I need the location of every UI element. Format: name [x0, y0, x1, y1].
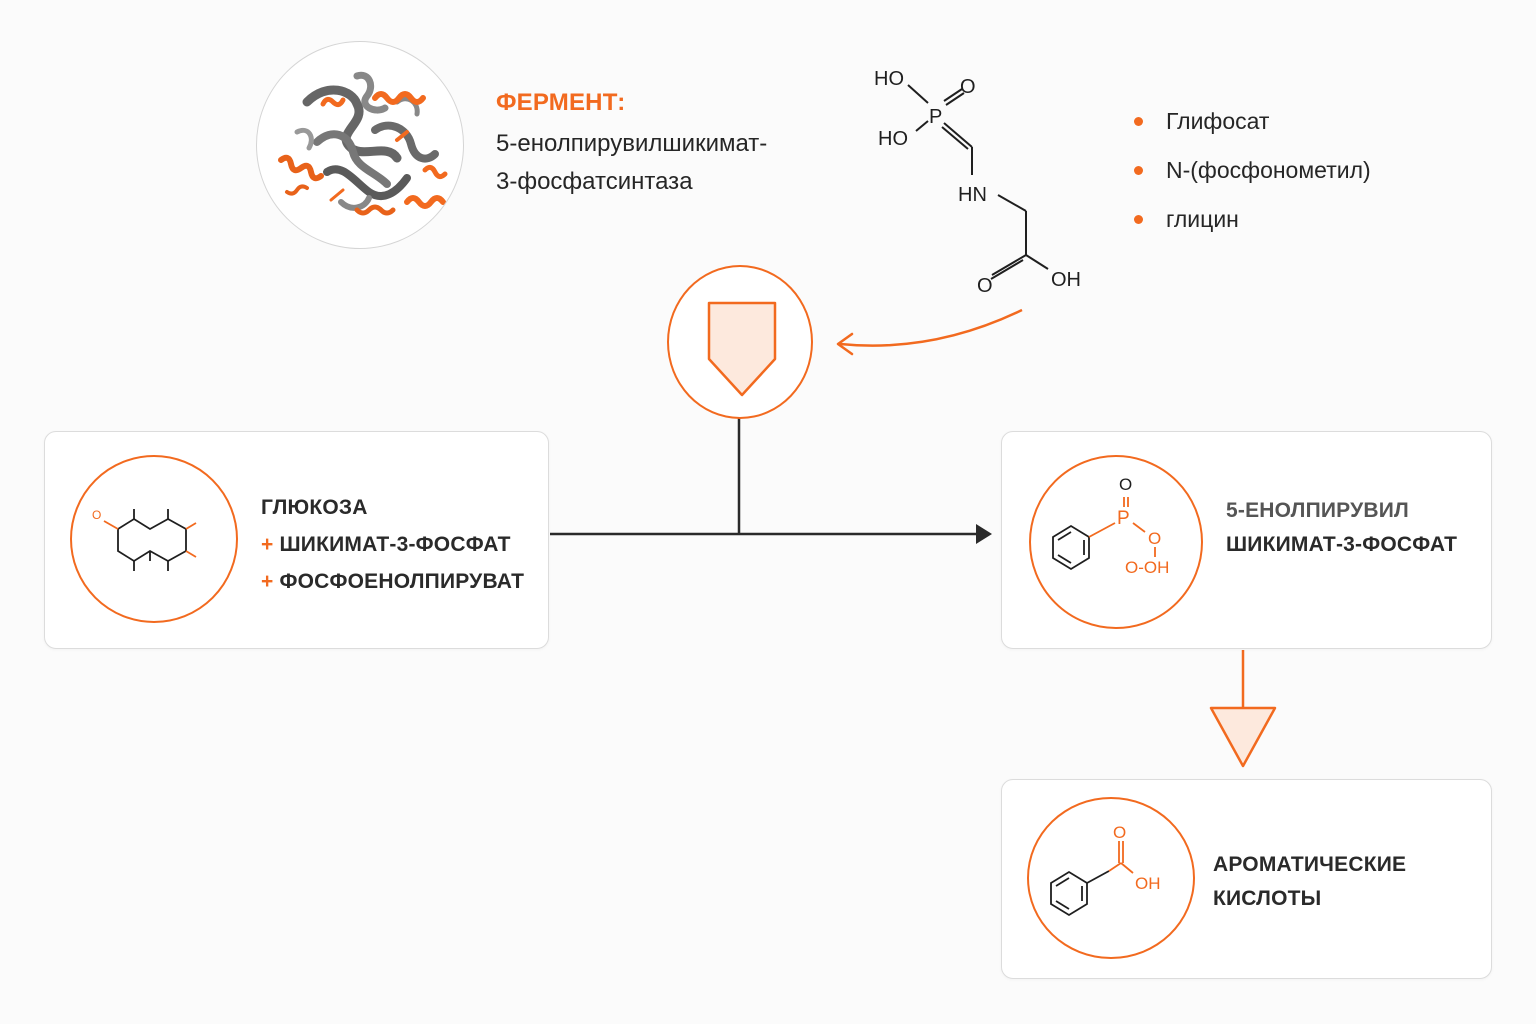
plus-sign: +	[261, 533, 274, 556]
glyphosate-nh: HN	[958, 184, 987, 206]
final-product-circle: O OH	[1027, 797, 1195, 959]
glyphosate-ho-top: HO	[874, 68, 904, 90]
product-o-mid: O	[1148, 529, 1161, 548]
product-line2: ШИКИМАТ-3-ФОСФАТ	[1226, 533, 1458, 556]
product-o-oh: O-OH	[1125, 558, 1169, 577]
inhibitor-list: Глифосат N-(фосфонометил) глицин	[1132, 97, 1371, 244]
glyphosate-ho-mid: HO	[878, 128, 908, 150]
inhibitor-circle	[667, 265, 813, 419]
benzoic-o: O	[1113, 823, 1126, 842]
substrate-pep: +ФОСФОЕНОЛПИРУВАТ	[261, 563, 524, 600]
glyphosate-oh: OH	[1051, 269, 1081, 291]
glucose-o-label: O	[92, 508, 101, 522]
plus-sign: +	[261, 570, 274, 593]
enzyme-name-line1: 5-енолпирувилшикимат-	[496, 130, 768, 157]
enzyme-structure-circle	[256, 41, 464, 249]
substrates-text: ГЛЮКОЗА +ШИКИМАТ-3-ФОСФАТ +ФОСФОЕНОЛПИРУ…	[261, 489, 524, 600]
product-circle: O P O O-OH	[1029, 455, 1203, 629]
benzoic-oh: OH	[1135, 874, 1161, 893]
glyphosate-o-bottom: O	[977, 275, 993, 297]
protein-structure-icon	[278, 71, 448, 216]
glucose-ring-icon: O	[92, 508, 197, 571]
substrate-shikimate-label: ШИКИМАТ-3-ФОСФАТ	[279, 533, 511, 556]
enzyme-name: 5-енолпирувилшикимат- 3-фосфатсинтаза	[496, 125, 767, 201]
final-product-line2: КИСЛОТЫ	[1213, 887, 1322, 910]
product-p: P	[1117, 508, 1130, 529]
phosphate-structure-icon: O P O O-OH	[1052, 475, 1169, 577]
substrates-circle: O	[70, 455, 238, 623]
glyphosate-structure: HO O P HO HN O OH	[874, 68, 1081, 297]
inhibitor-item: глицин	[1132, 195, 1371, 244]
down-triangle-icon	[1209, 706, 1277, 768]
inhibitor-item: N-(фосфонометил)	[1132, 146, 1371, 195]
final-product-line1: АРОМАТИЧЕСКИЕ	[1213, 853, 1407, 876]
substrate-glucose: ГЛЮКОЗА	[261, 496, 368, 519]
substrate-pep-label: ФОСФОЕНОЛПИРУВАТ	[279, 570, 525, 593]
substrate-shikimate: +ШИКИМАТ-3-ФОСФАТ	[261, 526, 524, 563]
glyphosate-p: P	[929, 106, 942, 128]
product-o-top: O	[1119, 475, 1132, 494]
inhibitor-shield-icon	[707, 301, 777, 397]
benzoic-acid-icon: O OH	[1050, 823, 1161, 917]
product-text: 5-ЕНОЛПИРУВИЛ ШИКИМАТ-3-ФОСФАТ	[1226, 494, 1457, 562]
enzyme-heading: ФЕРМЕНТ:	[496, 89, 626, 116]
inhibition-arrow	[839, 308, 1023, 347]
product-line1: 5-ЕНОЛПИРУВИЛ	[1226, 499, 1409, 522]
final-product-text: АРОМАТИЧЕСКИЕ КИСЛОТЫ	[1213, 848, 1406, 916]
glyphosate-o-top: O	[960, 76, 976, 98]
inhibitor-item: Глифосат	[1132, 97, 1371, 146]
enzyme-name-line2: 3-фосфатсинтаза	[496, 168, 693, 195]
